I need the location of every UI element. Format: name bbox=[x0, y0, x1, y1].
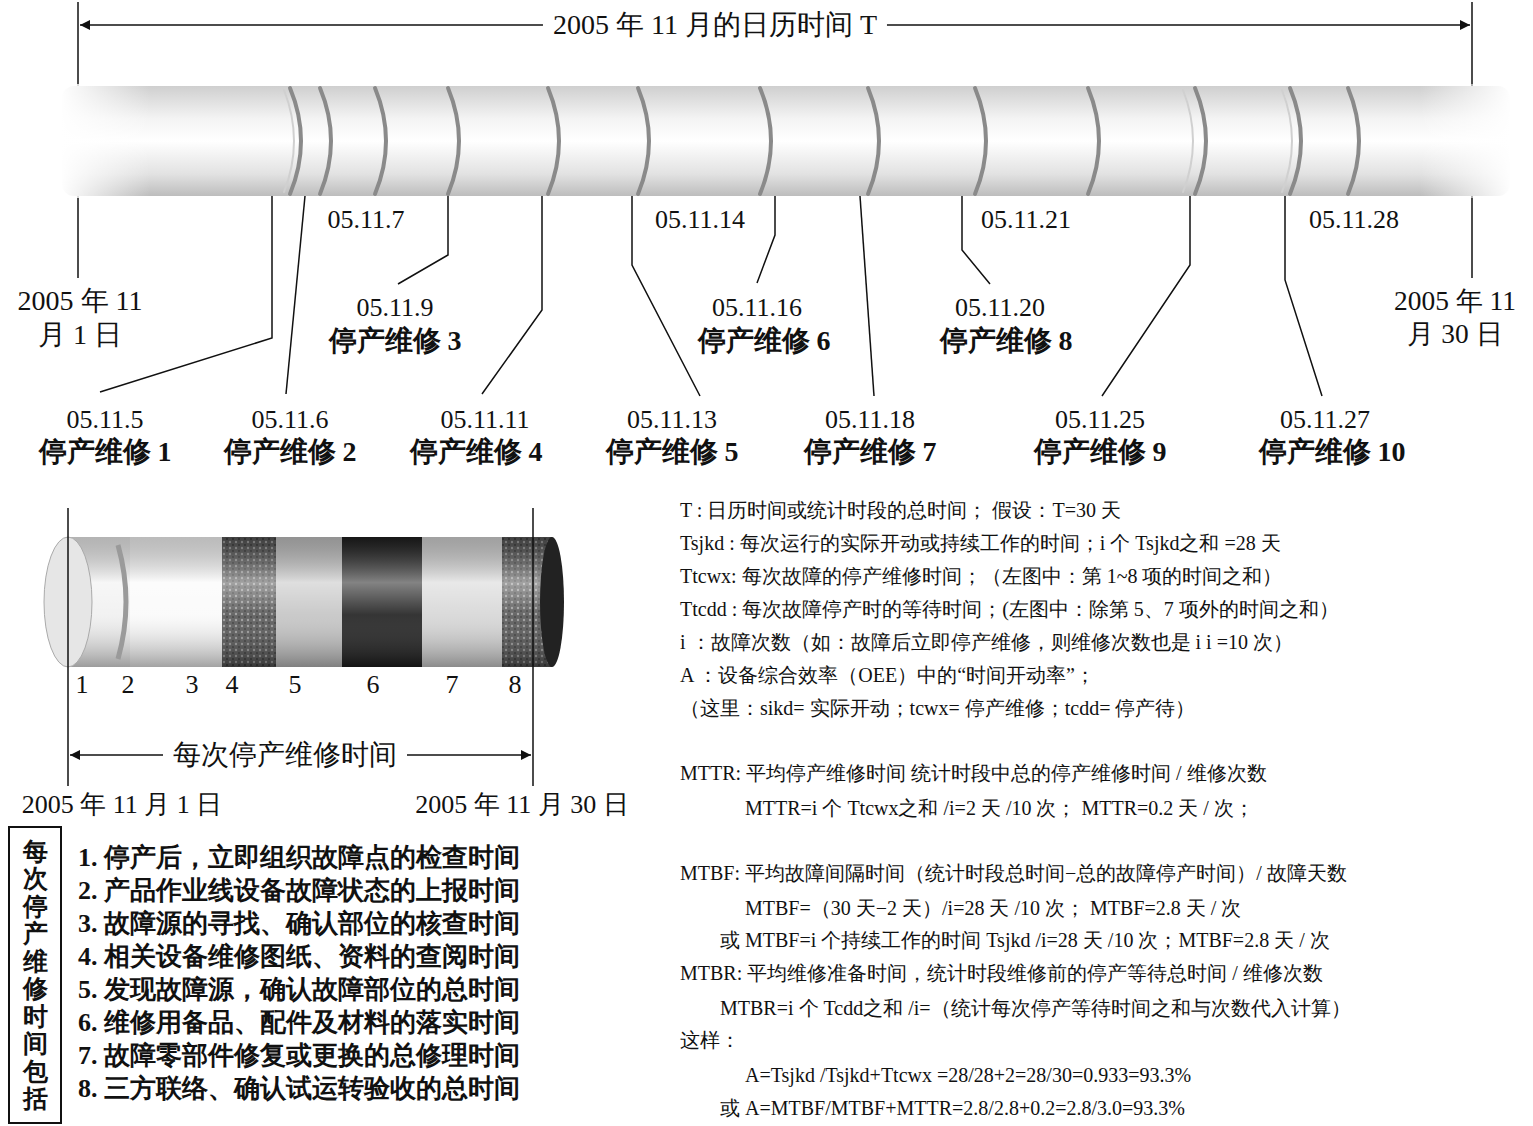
definition-line: MTBF=（30 天−2 天）/i=28 天 /10 次； MTBF=2.8 天… bbox=[745, 896, 1241, 920]
list-item: 6. 维修用备品、配件及材料的落实时间 bbox=[78, 1007, 520, 1038]
list-item: 1. 停产后，立即组织故障点的检查时间 bbox=[78, 842, 520, 873]
leader-line bbox=[100, 196, 1322, 396]
callout-number: 2 bbox=[122, 669, 135, 700]
definition-line: MTBR=i 个 Tcdd之和 /i=（统计每次停产等待时间之和与次数代入计算） bbox=[720, 996, 1351, 1020]
date-label: 05.11.9 bbox=[356, 292, 433, 323]
dimension-title: 2005 年 11 月的日历时间 T bbox=[543, 8, 887, 42]
definition-line: MTTR=i 个 Ttcwx之和 /i=2 天 /10 次； MTTR=0.2 … bbox=[745, 796, 1254, 820]
repair-label: 停产维修 9 bbox=[1034, 435, 1167, 469]
date-label: 05.11.27 bbox=[1280, 404, 1370, 435]
repair-label: 停产维修 4 bbox=[410, 435, 543, 469]
definition-line: T : 日历时间或统计时段的总时间； 假设：T=30 天 bbox=[680, 498, 1121, 522]
date-label: 05.11.28 bbox=[1309, 204, 1399, 235]
vertical-box: 每次停产维修时间包括 bbox=[8, 826, 62, 1124]
definition-line: i ：故障次数（如：故障后立即停产维修，则维修次数也是 i i =10 次） bbox=[680, 630, 1293, 654]
date-label: 05.11.7 bbox=[327, 204, 404, 235]
callout-number: 1 bbox=[76, 669, 89, 700]
end-date: 2005 年 11 月 30 日 bbox=[415, 789, 629, 820]
repair-label: 停产维修 3 bbox=[329, 324, 462, 358]
definition-line: 或 A=MTBF/MTBF+MTTR=2.8/2.8+0.2=2.8/3.0=9… bbox=[720, 1096, 1185, 1120]
list-item: 3. 故障源的寻找、确认部位的核查时间 bbox=[78, 908, 520, 939]
list-item: 8. 三方联络、确认试运转验收的总时间 bbox=[78, 1073, 520, 1104]
date-label: 05.11.16 bbox=[712, 292, 802, 323]
callout-number: 5 bbox=[289, 669, 302, 700]
callout-number: 3 bbox=[186, 669, 199, 700]
callout-number: 6 bbox=[367, 669, 380, 700]
list-item: 5. 发现故障源，确认故障部位的总时间 bbox=[78, 974, 520, 1005]
date-label: 05.11.13 bbox=[627, 404, 717, 435]
list-item: 7. 故障零部件修复或更换的总修理时间 bbox=[78, 1040, 520, 1071]
list-item: 2. 产品作业线设备故障状态的上报时间 bbox=[78, 875, 520, 906]
definition-line: 这样： bbox=[680, 1028, 740, 1052]
time-tube bbox=[60, 84, 1512, 198]
date-label: 05.11.21 bbox=[981, 204, 1071, 235]
definition-line: Ttcdd : 每次故障停产时的等待时间；(左图中：除第 5、7 项外的时间之和… bbox=[680, 597, 1339, 621]
repair-label: 停产维修 5 bbox=[606, 435, 739, 469]
date-label: 05.11.5 bbox=[66, 404, 143, 435]
repair-label: 停产维修 2 bbox=[224, 435, 357, 469]
date-label: 05.11.20 bbox=[955, 292, 1045, 323]
date-label: 05.11.6 bbox=[251, 404, 328, 435]
date-label: 05.11.25 bbox=[1055, 404, 1145, 435]
start-date: 2005 年 11 月 1 日 bbox=[5, 284, 155, 351]
end-date: 2005 年 11 月 30 日 bbox=[1380, 285, 1530, 351]
repair-label: 停产维修 6 bbox=[698, 324, 831, 358]
definition-line: （这里：sikd= 实际开动；tcwx= 停产维修；tcdd= 停产待） bbox=[680, 696, 1196, 720]
repair-label: 停产维修 7 bbox=[804, 435, 937, 469]
repair-label: 停产维修 8 bbox=[940, 324, 1073, 358]
repair-label: 停产维修 10 bbox=[1259, 435, 1406, 469]
callout-number: 7 bbox=[446, 669, 459, 700]
definition-line: Ttcwx: 每次故障的停产维修时间；（左图中：第 1~8 项的时间之和） bbox=[680, 564, 1282, 588]
date-label: 05.11.11 bbox=[440, 404, 529, 435]
callout-number: 4 bbox=[226, 669, 239, 700]
dimension-title: 每次停产维修时间 bbox=[163, 738, 407, 772]
date-label: 05.11.14 bbox=[655, 204, 745, 235]
box-text: 每次停产维修时间包括 bbox=[23, 838, 48, 1113]
date-label: 05.11.18 bbox=[825, 404, 915, 435]
definition-line: 或 MTBF=i 个持续工作的时间 Tsjkd /i=28 天 /10 次；MT… bbox=[720, 928, 1330, 952]
dimension-line bbox=[68, 508, 533, 786]
definition-line: A ：设备综合效率（OEE）中的“时间开动率”； bbox=[680, 663, 1095, 687]
list-item: 4. 相关设备维修图纸、资料的查阅时间 bbox=[78, 941, 520, 972]
definition-line: MTBF: 平均故障间隔时间（统计时段总时间−总的故障停产时间）/ 故障天数 bbox=[680, 861, 1347, 885]
callout-number: 8 bbox=[509, 669, 522, 700]
definition-line: MTBR: 平均维修准备时间，统计时段维修前的停产等待总时间 / 维修次数 bbox=[680, 961, 1323, 985]
definition-line: A=Tsjkd /Tsjkd+Ttcwx =28/28+2=28/30=0.93… bbox=[745, 1063, 1191, 1087]
start-date: 2005 年 11 月 1 日 bbox=[22, 789, 223, 820]
definition-line: Tsjkd : 每次运行的实际开动或持续工作的时间；i 个 Tsjkd之和 =2… bbox=[680, 531, 1281, 555]
definition-line: MTTR: 平均停产维修时间 统计时段中总的停产维修时间 / 维修次数 bbox=[680, 761, 1267, 785]
repair-label: 停产维修 1 bbox=[39, 435, 172, 469]
repair-cylinder bbox=[44, 537, 564, 667]
